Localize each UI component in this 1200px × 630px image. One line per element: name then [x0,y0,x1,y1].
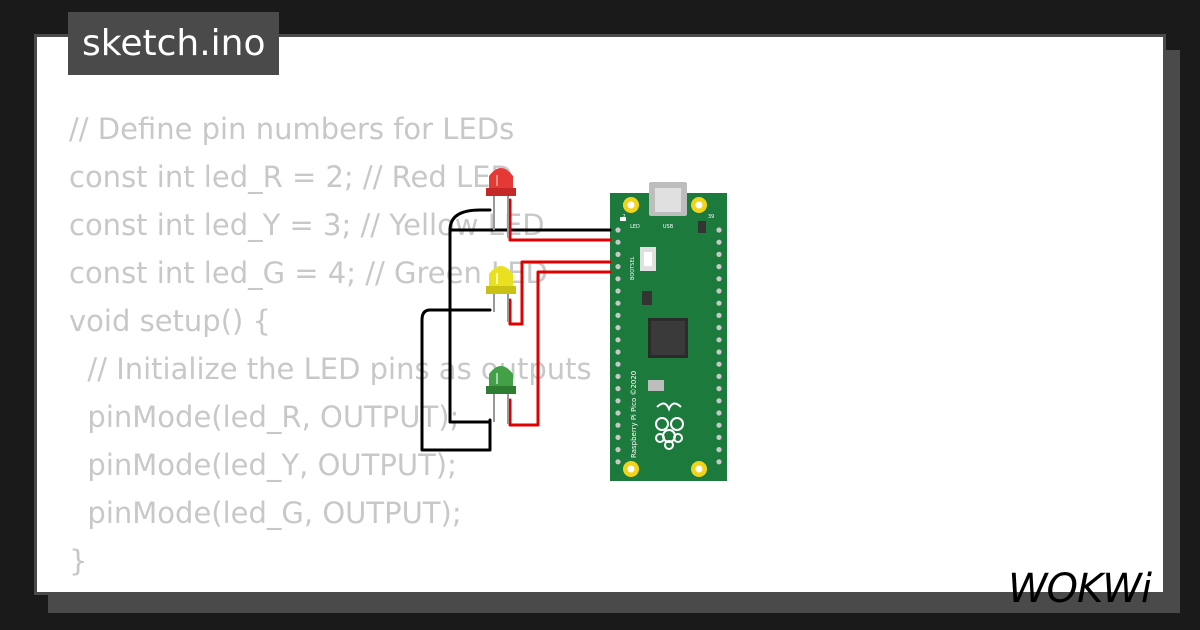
file-tab[interactable]: sketch.ino [68,12,280,75]
pin-pad[interactable] [615,264,621,270]
pin-pad[interactable] [615,239,621,245]
pin-pad[interactable] [716,337,722,343]
pin-pad[interactable] [615,312,621,318]
wires [420,198,612,452]
pin-pad[interactable] [615,227,621,233]
pin-pad[interactable] [716,239,722,245]
pin-pad[interactable] [716,410,722,416]
pin-pad[interactable] [615,300,621,306]
mount-hole [691,461,707,477]
pin-pad[interactable] [716,276,722,282]
sketch-card: // Define pin numbers for LEDs const int … [34,34,1166,595]
pin-header-right [716,227,722,465]
pin-pad[interactable] [716,398,722,404]
usb-label: USB [663,224,674,230]
pin-pad[interactable] [615,459,621,465]
code-line: } [69,544,88,578]
code-line: // Define pin numbers for LEDs [69,112,515,146]
pin-pad[interactable] [615,373,621,379]
pin-pad[interactable] [716,422,722,428]
wire-red-led-g [508,270,612,427]
code-line: void setup() { [69,304,271,338]
pin-pad[interactable] [716,434,722,440]
pin-pad[interactable] [615,288,621,294]
pin-pad[interactable] [615,337,621,343]
pin-pad[interactable] [716,325,722,331]
pin-pad[interactable] [615,410,621,416]
mount-hole [691,197,707,213]
wire-black-gnd [420,308,492,452]
mount-hole [623,197,639,213]
led-yellow[interactable] [486,266,516,322]
led-green[interactable] [486,366,516,424]
wire-red-led-r [508,198,612,242]
led-red[interactable] [486,168,516,238]
pin-pad[interactable] [716,227,722,233]
wokwi-logo-text: WOKWi [1008,566,1152,612]
pin-pad[interactable] [716,288,722,294]
pin-pad[interactable] [615,251,621,257]
code-line: pinMode(led_G, OUTPUT); [69,496,462,530]
pin-pad[interactable] [716,349,722,355]
pin-pad[interactable] [716,300,722,306]
code-line: pinMode(led_R, OUTPUT); [69,400,460,434]
code-line: pinMode(led_Y, OUTPUT); [69,448,457,482]
code-editor: // Define pin numbers for LEDs const int … [69,105,592,585]
pin-pad[interactable] [615,447,621,453]
bootsel-label: BOOTSEL [630,256,636,280]
pin-pad[interactable] [716,459,722,465]
pin-pad[interactable] [716,361,722,367]
pin-39-label: 39 [708,214,714,220]
wire-black-gnd [448,228,492,424]
pin-pad[interactable] [615,361,621,367]
pin-pad[interactable] [615,325,621,331]
mount-hole [623,461,639,477]
wokwi-logo: WOKWi [1008,566,1153,612]
pin-pad[interactable] [716,386,722,392]
pin-pad[interactable] [716,312,722,318]
pin-pad[interactable] [615,349,621,355]
wire-black-gnd [448,208,612,232]
pin-pad[interactable] [615,276,621,282]
pin-pad[interactable] [716,447,722,453]
raspberry-logo-icon [655,402,684,450]
pin-pad[interactable] [716,373,722,379]
pin-pad[interactable] [615,386,621,392]
pin-pad[interactable] [615,422,621,428]
pin-pad[interactable] [615,398,621,404]
pin-pad[interactable] [716,251,722,257]
code-line: const int led_Y = 3; // Yellow LED [69,208,545,242]
board-label: Raspberry Pi Pico ©2020 [630,371,638,458]
pin-pad[interactable] [615,434,621,440]
led-label: LED [630,224,640,230]
wire-red-led-y [508,260,612,326]
pin-header-left [615,227,621,465]
code-line: const int led_R = 2; // Red LED [69,160,513,194]
pico-board[interactable]: USB LED 1 2 39 BOOTSEL [610,182,727,481]
pin-pad[interactable] [716,264,722,270]
